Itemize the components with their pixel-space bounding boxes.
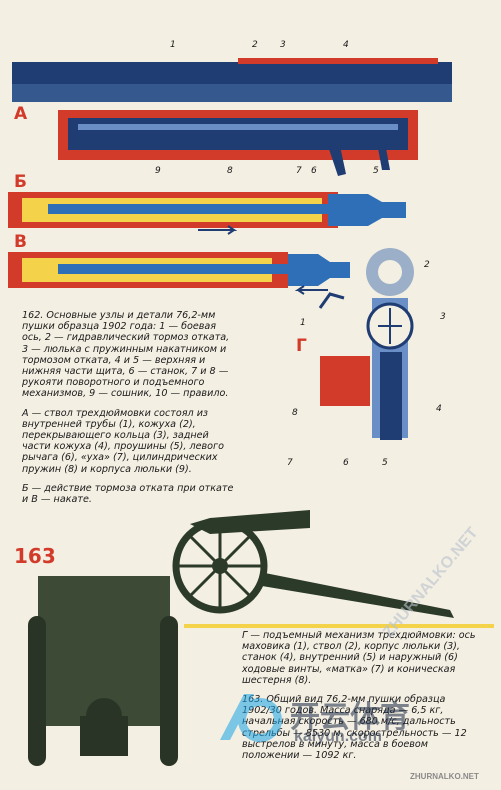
callout-a-8: 8: [227, 166, 233, 176]
watermark-brand: 开云体育: [290, 701, 410, 734]
callout-g-3: 3: [440, 312, 446, 322]
figure-b-recoil-brake: [8, 186, 418, 236]
callout-a-4: 4: [343, 40, 349, 50]
figure-163-gun-side: [150, 482, 480, 622]
figure-163-text: Г — подъемный механизм трехдюймовки: ось…: [242, 630, 478, 769]
elevating-mechanism-drawing: [318, 248, 414, 440]
figure-162-caption: 162. Основные узлы и детали 76,2-мм пушк…: [22, 310, 230, 400]
watermark-logo: 开云体育 kaiyun.com: [214, 688, 494, 748]
callout-a-2: 2: [252, 40, 258, 50]
watermark-domain: kaiyun.com: [294, 728, 383, 745]
figure-g-description: Г — подъемный механизм трехдюймовки: ось…: [242, 630, 476, 686]
figure-g-elevating-mechanism: [290, 248, 450, 468]
callout-g-7: 7: [287, 458, 293, 468]
callout-g-2: 2: [424, 260, 430, 270]
callout-a-6: 6: [311, 166, 317, 176]
kaiyun-logo-icon: [220, 694, 282, 742]
figure-a-barrel: [8, 36, 458, 186]
figure-163-number: 163: [14, 544, 56, 568]
callout-g-5: 5: [382, 458, 388, 468]
watermark-footer: ZHURNALKO.NET: [410, 772, 479, 781]
figure-v-recuperator: [8, 246, 358, 296]
callout-g-8: 8: [292, 408, 298, 418]
recoil-brake-drawing: [8, 192, 406, 235]
figure-162-text: 162. Основные узлы и детали 76,2-мм пушк…: [22, 310, 238, 513]
figure-163-caption: 163. Общий вид 76,2-мм пушки образца 190…: [242, 694, 467, 762]
section-label-a: А: [14, 104, 28, 124]
figure-a-description: А — ствол трехдюймовки состоял из внутре…: [22, 407, 224, 475]
gun-rear-view: [28, 576, 178, 766]
callout-a-3: 3: [280, 40, 286, 50]
callout-g-4: 4: [436, 404, 442, 414]
recuperator-drawing: [8, 252, 350, 295]
figure-b-description: Б — действие тормоза отката при откате и…: [22, 482, 234, 506]
callout-a-5: 5: [373, 166, 379, 176]
barrel-drawing: [12, 58, 452, 176]
callout-g-6: 6: [343, 458, 349, 468]
section-label-v: В: [14, 232, 27, 252]
callout-a-7: 7: [296, 166, 302, 176]
figure-163-bg-yellow: [184, 624, 494, 628]
callout-a-1: 1: [170, 40, 176, 50]
gun-side-view: [172, 510, 454, 618]
callout-a-9: 9: [155, 166, 161, 176]
section-label-g: Г: [296, 336, 307, 356]
section-label-b: Б: [14, 172, 27, 192]
callout-g-1: 1: [300, 318, 306, 328]
figure-163-gun-rear: [20, 566, 188, 776]
